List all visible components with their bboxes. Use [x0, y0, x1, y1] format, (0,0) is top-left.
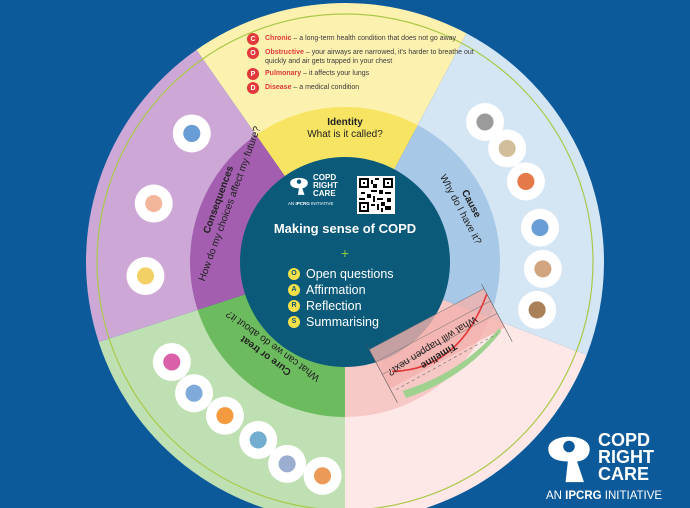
oars-badge: O: [288, 268, 300, 280]
cause-inner-sector: [391, 125, 500, 318]
center-logo: COPD RIGHT CARE AN IPCRG INITIATIVE: [288, 174, 354, 207]
definition: – a long-term health condition that does…: [291, 35, 457, 42]
qr-code-icon: [359, 178, 393, 212]
consequences-inner-sector: [189, 135, 288, 310]
definition-o: O Obstructive – your airways are narrowe…: [247, 47, 507, 66]
cure-inner-sector: [197, 292, 345, 417]
arm-icon-glyph: [534, 260, 552, 278]
segment-question: What is it called?: [307, 129, 383, 140]
brand-logo-text: COPD RIGHT CARE: [598, 430, 654, 484]
tagline-bold: IPCRG: [565, 490, 602, 502]
center-logo-tagline: AN IPCRG INITIATIVE: [288, 201, 333, 206]
center-logo-mark: COPD RIGHT CARE: [288, 174, 338, 198]
green-band: [402, 328, 502, 398]
copd-logo-icon: [290, 177, 308, 195]
brand-logo-mark: COPD RIGHT CARE: [546, 430, 662, 484]
definition-text: Chronic – a long-term health condition t…: [265, 34, 456, 43]
center-title: Making sense of COPD: [273, 221, 417, 236]
tagline-suffix: INITIATIVE: [601, 490, 663, 502]
identity-inner-sector: [256, 107, 418, 181]
logo-line2: RIGHT: [313, 181, 338, 190]
oars-label: Affirmation: [306, 283, 366, 297]
car-exhaust-icon-glyph: [517, 172, 535, 191]
oars-badge: S: [288, 316, 300, 328]
outer-ring-line: [96, 13, 594, 508]
graph-gridline: [369, 288, 485, 350]
letter-badge: P: [247, 68, 259, 80]
definition-p: P Pulmonary – it affects your lungs: [247, 68, 507, 80]
definition-c: C Chronic – a long-term health condition…: [247, 33, 507, 45]
tagline-bold: IPCRG: [295, 201, 310, 206]
term: Chronic: [265, 35, 292, 42]
brand-tagline: AN IPCRG INITIATIVE: [546, 490, 662, 503]
oars-badge: A: [288, 284, 300, 296]
chemical-icon-glyph: [531, 219, 549, 237]
definition: – your airways are narrowed, it's harder…: [265, 49, 474, 65]
definition: – it affects your lungs: [301, 70, 370, 77]
tagline-suffix: INITIATIVE: [309, 201, 334, 206]
tagline-prefix: AN: [288, 201, 296, 206]
lungs-icon-glyph: [145, 194, 163, 213]
dashed-curve: [396, 333, 497, 390]
logo-line1: COPD: [313, 173, 337, 182]
oars-label: Summarising: [306, 315, 379, 329]
definition: – a medical condition: [291, 84, 360, 91]
oars-badge: R: [288, 300, 300, 312]
oxygen-icon-glyph: [183, 124, 201, 142]
medication-icon-glyph: [185, 384, 203, 402]
logo-line3: CARE: [313, 189, 336, 198]
definition-text: Disease – a medical condition: [265, 83, 359, 92]
tagline-prefix: AN: [546, 490, 566, 502]
oars-item: S Summarising: [288, 314, 394, 330]
inhaler-icon-glyph: [249, 431, 267, 449]
timeline-graph: [366, 284, 513, 403]
oars-label: Reflection: [306, 299, 362, 313]
house-smoke-icon-glyph: [476, 113, 494, 131]
definition-text: Pulmonary – it affects your lungs: [265, 69, 369, 78]
definition-text: Obstructive – your airways are narrowed,…: [265, 48, 475, 66]
center-circle: [240, 157, 450, 367]
vaccine-icon-glyph: [278, 455, 296, 473]
term: Disease: [265, 84, 292, 91]
oars-item: R Reflection: [288, 298, 394, 314]
graph-gridline: [382, 313, 498, 375]
stop-smoking-icon-glyph: [313, 467, 332, 485]
exercise-icon-glyph: [163, 353, 181, 371]
letter-badge: D: [247, 82, 259, 94]
segment-identity: Identity What is it called?: [295, 117, 395, 141]
brand-line2: RIGHT: [598, 447, 654, 467]
graph-axis: [481, 284, 513, 342]
plus-sign: +: [340, 245, 350, 261]
oars-item: O Open questions: [288, 266, 394, 282]
copd-right-care-logo-icon: [548, 436, 590, 483]
term: Pulmonary: [265, 70, 302, 77]
definition-d: D Disease – a medical condition: [247, 82, 507, 94]
brand-line1: COPD: [598, 430, 651, 450]
letter-badge: O: [247, 47, 259, 59]
brand-logo: COPD RIGHT CARE AN IPCRG INITIATIVE: [546, 430, 662, 503]
oars-list: O Open questions A Affirmation R Reflection…: [288, 266, 394, 330]
quality-of-life-icon-glyph: [136, 267, 155, 285]
cigarette-icon-glyph: [498, 139, 516, 157]
qr-code[interactable]: [357, 176, 395, 214]
brand-line3: CARE: [598, 464, 650, 484]
copd-definitions: C Chronic – a long-term health condition…: [247, 33, 507, 97]
oars-label: Open questions: [306, 267, 394, 281]
term: Obstructive: [265, 49, 304, 56]
segment-title: Identity: [327, 117, 363, 128]
red-curve: [392, 293, 488, 373]
letter-badge: C: [247, 33, 259, 45]
graph-axis: [366, 345, 398, 403]
identity-outer-sector: [196, 3, 467, 140]
timeline-outer-sector: [345, 315, 587, 508]
center-logo-text: COPD RIGHT CARE: [313, 174, 338, 198]
healthy-food-icon-glyph: [216, 407, 234, 425]
oars-item: A Affirmation: [288, 282, 394, 298]
lungs-icon-glyph: [528, 301, 546, 319]
graph-gridline: [375, 300, 491, 363]
